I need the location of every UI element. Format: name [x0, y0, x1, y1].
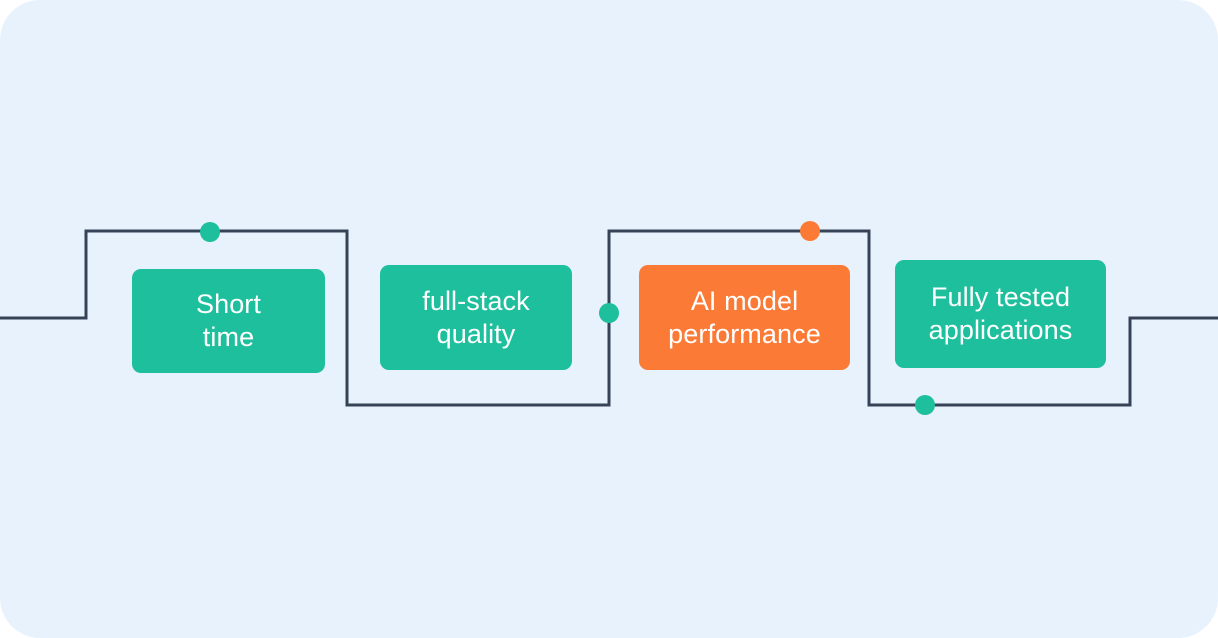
- dot-below-fully-tested[interactable]: [915, 395, 935, 415]
- node-ai-model-performance[interactable]: AI model performance: [639, 265, 850, 370]
- node-label-full-stack-quality: full-stack quality: [422, 285, 530, 349]
- dot-between-quality-and-ai[interactable]: [599, 303, 619, 323]
- node-label-short-time: Short time: [195, 289, 262, 352]
- node-short-time[interactable]: Short time: [132, 269, 325, 373]
- dot-above-ai-model[interactable]: [800, 221, 820, 241]
- node-label-fully-tested-applications: Fully tested applications: [928, 282, 1073, 345]
- dot-above-short-time[interactable]: [200, 222, 220, 242]
- node-fully-tested-applications[interactable]: Fully tested applications: [895, 260, 1106, 368]
- node-label-ai-model-performance: AI model performance: [668, 285, 821, 349]
- node-full-stack-quality[interactable]: full-stack quality: [380, 265, 572, 370]
